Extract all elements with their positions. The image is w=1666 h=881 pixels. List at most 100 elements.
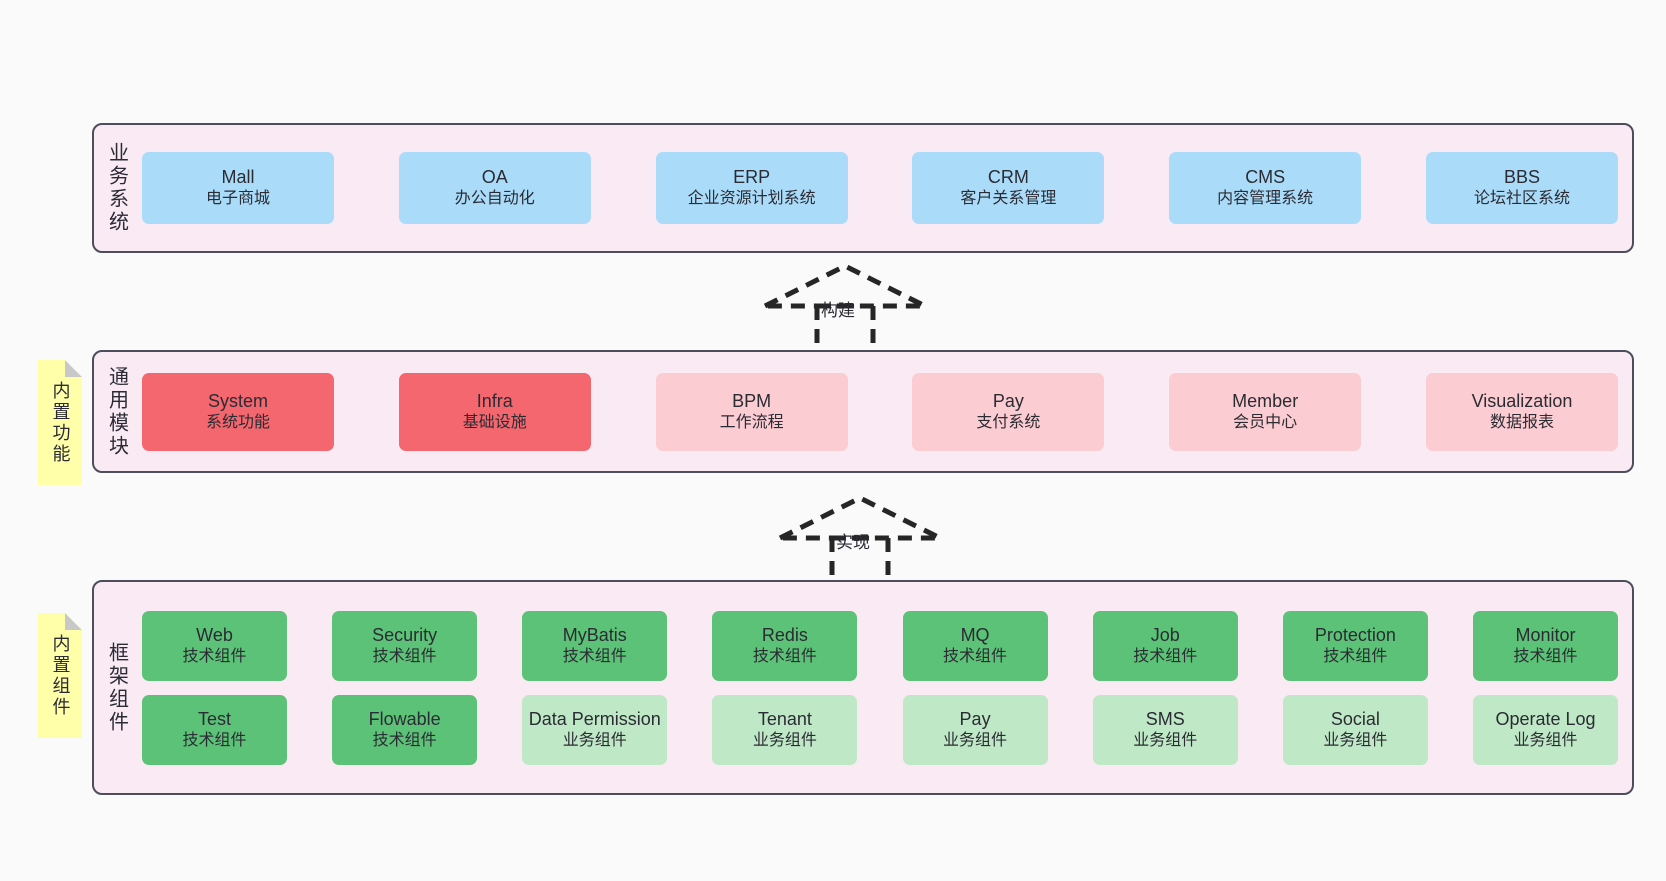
- node-web-title: Web: [196, 624, 233, 645]
- node-flowable-subtitle: 技术组件: [372, 731, 437, 749]
- node-infra-subtitle: 基础设施: [462, 413, 527, 431]
- node-crm[interactable]: CRM 客户关系管理: [912, 152, 1105, 224]
- connector-realize: 实现: [775, 490, 965, 588]
- node-oa[interactable]: OA 办公自动化: [398, 152, 591, 224]
- layer-common-module-nodes: System 系统功能 Infra 基础设施 BPM 工作流程 Pay 支付系统…: [138, 352, 1632, 471]
- node-pay-module-subtitle: 支付系统: [976, 413, 1041, 431]
- node-protection-subtitle: 技术组件: [1323, 647, 1388, 665]
- node-redis-title: Redis: [761, 624, 808, 645]
- node-protection[interactable]: Protection 技术组件: [1282, 610, 1428, 681]
- node-bpm-subtitle: 工作流程: [719, 413, 784, 431]
- node-flowable[interactable]: Flowable 技术组件: [332, 694, 478, 765]
- connector-build-label: 构建: [821, 301, 855, 320]
- node-oa-subtitle: 办公自动化: [454, 190, 535, 208]
- node-operate-log-title: Operate Log: [1495, 708, 1596, 729]
- node-mybatis-title: MyBatis: [562, 624, 627, 645]
- sticky-fold-corner-icon: [65, 613, 82, 630]
- node-web[interactable]: Web 技术组件: [142, 610, 287, 681]
- node-test-title: Test: [197, 708, 231, 729]
- layer-framework-component: 框架组件 Web 技术组件 Security 技术组件 MyBatis 技术组件…: [92, 580, 1634, 795]
- node-member-title: Member: [1232, 390, 1299, 411]
- node-redis[interactable]: Redis 技术组件: [712, 610, 858, 681]
- node-security[interactable]: Security 技术组件: [332, 610, 478, 681]
- node-web-subtitle: 技术组件: [182, 647, 247, 665]
- node-system[interactable]: System 系统功能: [142, 372, 334, 451]
- node-visualization-subtitle: 数据报表: [1489, 413, 1554, 431]
- node-monitor-subtitle: 技术组件: [1513, 647, 1578, 665]
- sticky-fold-corner-icon: [65, 360, 82, 377]
- node-bbs[interactable]: BBS 论坛社区系统: [1425, 152, 1618, 224]
- node-job-subtitle: 技术组件: [1133, 647, 1198, 665]
- node-visualization-title: Visualization: [1471, 390, 1573, 411]
- node-tenant-subtitle: 业务组件: [752, 731, 817, 749]
- node-protection-title: Protection: [1314, 624, 1396, 645]
- sticky-note-builtin-feature: 内置功能: [38, 360, 82, 485]
- node-test[interactable]: Test 技术组件: [142, 694, 287, 765]
- framework-row-technical: Web 技术组件 Security 技术组件 MyBatis 技术组件 Redi…: [142, 610, 1618, 681]
- node-flowable-title: Flowable: [368, 708, 441, 729]
- sticky-note-builtin-component-label: 内置组件: [50, 633, 71, 718]
- layer-common-module: 通用模块 System 系统功能 Infra 基础设施 BPM 工作流程 Pay…: [92, 350, 1634, 473]
- node-pay-module[interactable]: Pay 支付系统: [912, 372, 1105, 451]
- connector-realize-label: 实现: [836, 533, 870, 552]
- node-operate-log[interactable]: Operate Log 业务组件: [1472, 694, 1618, 765]
- node-member-subtitle: 会员中心: [1233, 413, 1298, 431]
- node-data-permission-title: Data Permission: [528, 708, 661, 729]
- node-bpm-title: BPM: [732, 390, 772, 411]
- node-pay-component[interactable]: Pay 业务组件: [902, 694, 1048, 765]
- node-bbs-subtitle: 论坛社区系统: [1473, 190, 1570, 208]
- node-infra[interactable]: Infra 基础设施: [398, 372, 591, 451]
- layer-framework-component-nodes: Web 技术组件 Security 技术组件 MyBatis 技术组件 Redi…: [138, 582, 1632, 793]
- node-job[interactable]: Job 技术组件: [1092, 610, 1238, 681]
- node-monitor[interactable]: Monitor 技术组件: [1472, 610, 1618, 681]
- node-bpm[interactable]: BPM 工作流程: [655, 372, 848, 451]
- node-data-permission[interactable]: Data Permission 业务组件: [522, 694, 668, 765]
- connector-build: 构建: [760, 258, 950, 356]
- connector-realize-glyph: [778, 495, 942, 588]
- node-crm-title: CRM: [987, 167, 1029, 188]
- node-pay-component-subtitle: 业务组件: [943, 731, 1008, 749]
- sticky-note-builtin-component: 内置组件: [38, 613, 82, 738]
- layer-framework-component-title: 框架组件: [105, 641, 128, 734]
- layer-business-system: 业务系统 Mall 电子商城 OA 办公自动化 ERP 企业资源计划系统 CRM…: [92, 123, 1634, 253]
- node-member[interactable]: Member 会员中心: [1169, 372, 1362, 451]
- node-erp-title: ERP: [733, 167, 771, 188]
- node-social[interactable]: Social 业务组件: [1282, 694, 1428, 765]
- node-mq[interactable]: MQ 技术组件: [902, 610, 1048, 681]
- node-pay-component-title: Pay: [959, 708, 991, 729]
- node-bbs-title: BBS: [1503, 167, 1540, 188]
- node-infra-title: Infra: [476, 390, 513, 411]
- node-system-subtitle: 系统功能: [205, 413, 270, 431]
- layer-common-module-title: 通用模块: [105, 365, 128, 458]
- node-mall[interactable]: Mall 电子商城: [142, 152, 334, 224]
- framework-row-business: Test 技术组件 Flowable 技术组件 Data Permission …: [142, 694, 1618, 765]
- node-security-subtitle: 技术组件: [372, 647, 437, 665]
- node-sms[interactable]: SMS 业务组件: [1092, 694, 1238, 765]
- node-redis-subtitle: 技术组件: [752, 647, 817, 665]
- node-test-subtitle: 技术组件: [182, 731, 247, 749]
- sticky-note-builtin-feature-label: 内置功能: [50, 380, 71, 465]
- node-sms-subtitle: 业务组件: [1133, 731, 1198, 749]
- node-monitor-title: Monitor: [1515, 624, 1576, 645]
- node-mq-subtitle: 技术组件: [943, 647, 1008, 665]
- connector-build-glyph: [763, 263, 927, 356]
- layer-business-system-title: 业务系统: [105, 142, 128, 234]
- node-data-permission-subtitle: 业务组件: [562, 731, 627, 749]
- node-sms-title: SMS: [1145, 708, 1185, 729]
- node-security-title: Security: [372, 624, 438, 645]
- node-social-subtitle: 业务组件: [1323, 731, 1388, 749]
- node-visualization[interactable]: Visualization 数据报表: [1425, 372, 1618, 451]
- node-erp-subtitle: 企业资源计划系统: [687, 190, 816, 208]
- node-operate-log-subtitle: 业务组件: [1513, 731, 1578, 749]
- node-pay-module-title: Pay: [992, 390, 1024, 411]
- node-mybatis-subtitle: 技术组件: [562, 647, 627, 665]
- node-mybatis[interactable]: MyBatis 技术组件: [522, 610, 668, 681]
- node-tenant[interactable]: Tenant 业务组件: [712, 694, 858, 765]
- node-erp[interactable]: ERP 企业资源计划系统: [655, 152, 848, 224]
- node-tenant-title: Tenant: [757, 708, 812, 729]
- node-cms[interactable]: CMS 内容管理系统: [1169, 152, 1362, 224]
- node-oa-title: OA: [481, 167, 508, 188]
- node-mall-subtitle: 电子商城: [205, 190, 270, 208]
- node-mall-title: Mall: [221, 167, 255, 188]
